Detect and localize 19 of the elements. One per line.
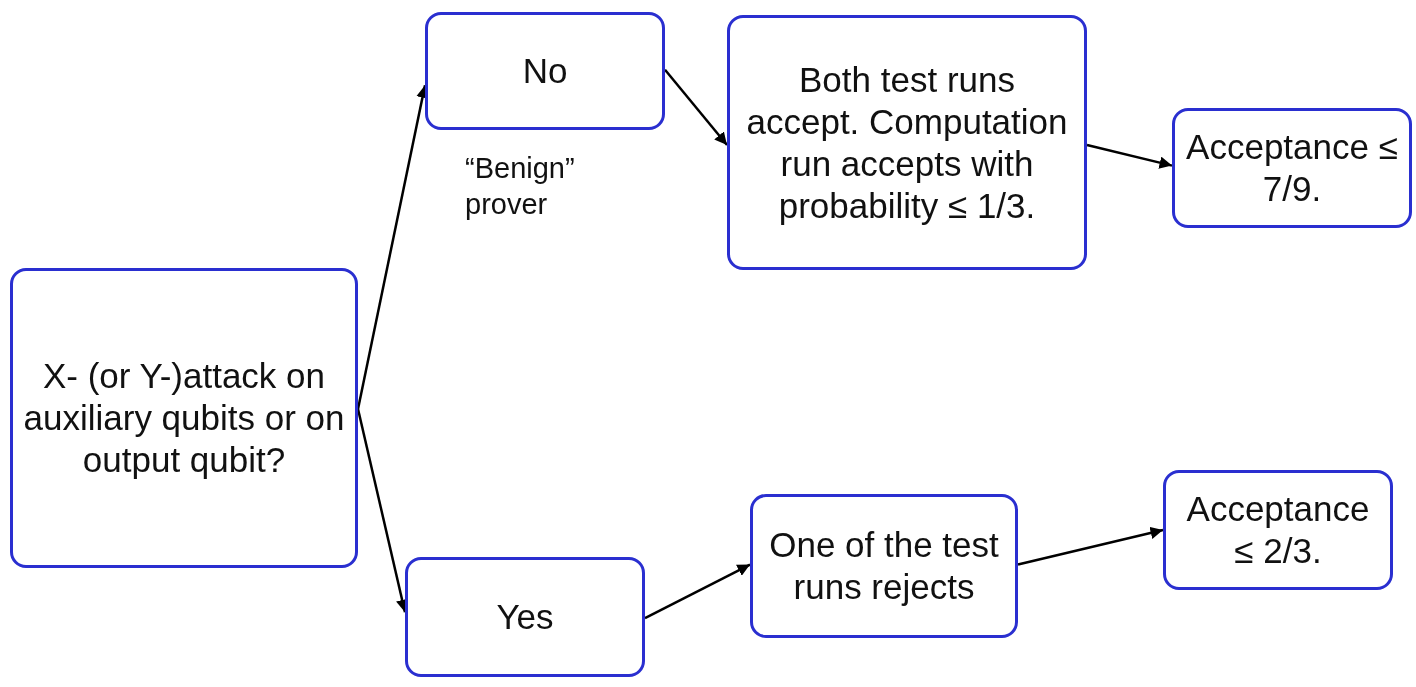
box-text: One of the test runs rejects	[768, 524, 1000, 608]
box-text: Yes	[496, 596, 554, 638]
note-text: “Benign” prover	[465, 151, 576, 223]
process-box	[1163, 470, 1393, 590]
arrow	[644, 563, 751, 620]
box-text: X- (or Y-)attack on auxiliary qubits or on output qubit?	[23, 355, 345, 481]
box-text: Both test runs accept. Computation run accepts with probability ≤ 1/3.	[745, 58, 1069, 227]
arrow	[664, 69, 728, 146]
process-box	[425, 12, 665, 130]
process-box	[750, 494, 1018, 638]
box-text: Acceptance ≤ 2/3.	[1185, 488, 1371, 572]
arrow	[1086, 143, 1173, 169]
process-box	[10, 268, 358, 568]
process-box	[405, 557, 645, 677]
arrow	[1017, 526, 1164, 566]
process-box	[727, 15, 1087, 270]
process-box	[1172, 108, 1412, 228]
box-text: No	[522, 50, 568, 92]
box-text: Acceptance ≤ 7/9.	[1185, 126, 1399, 210]
